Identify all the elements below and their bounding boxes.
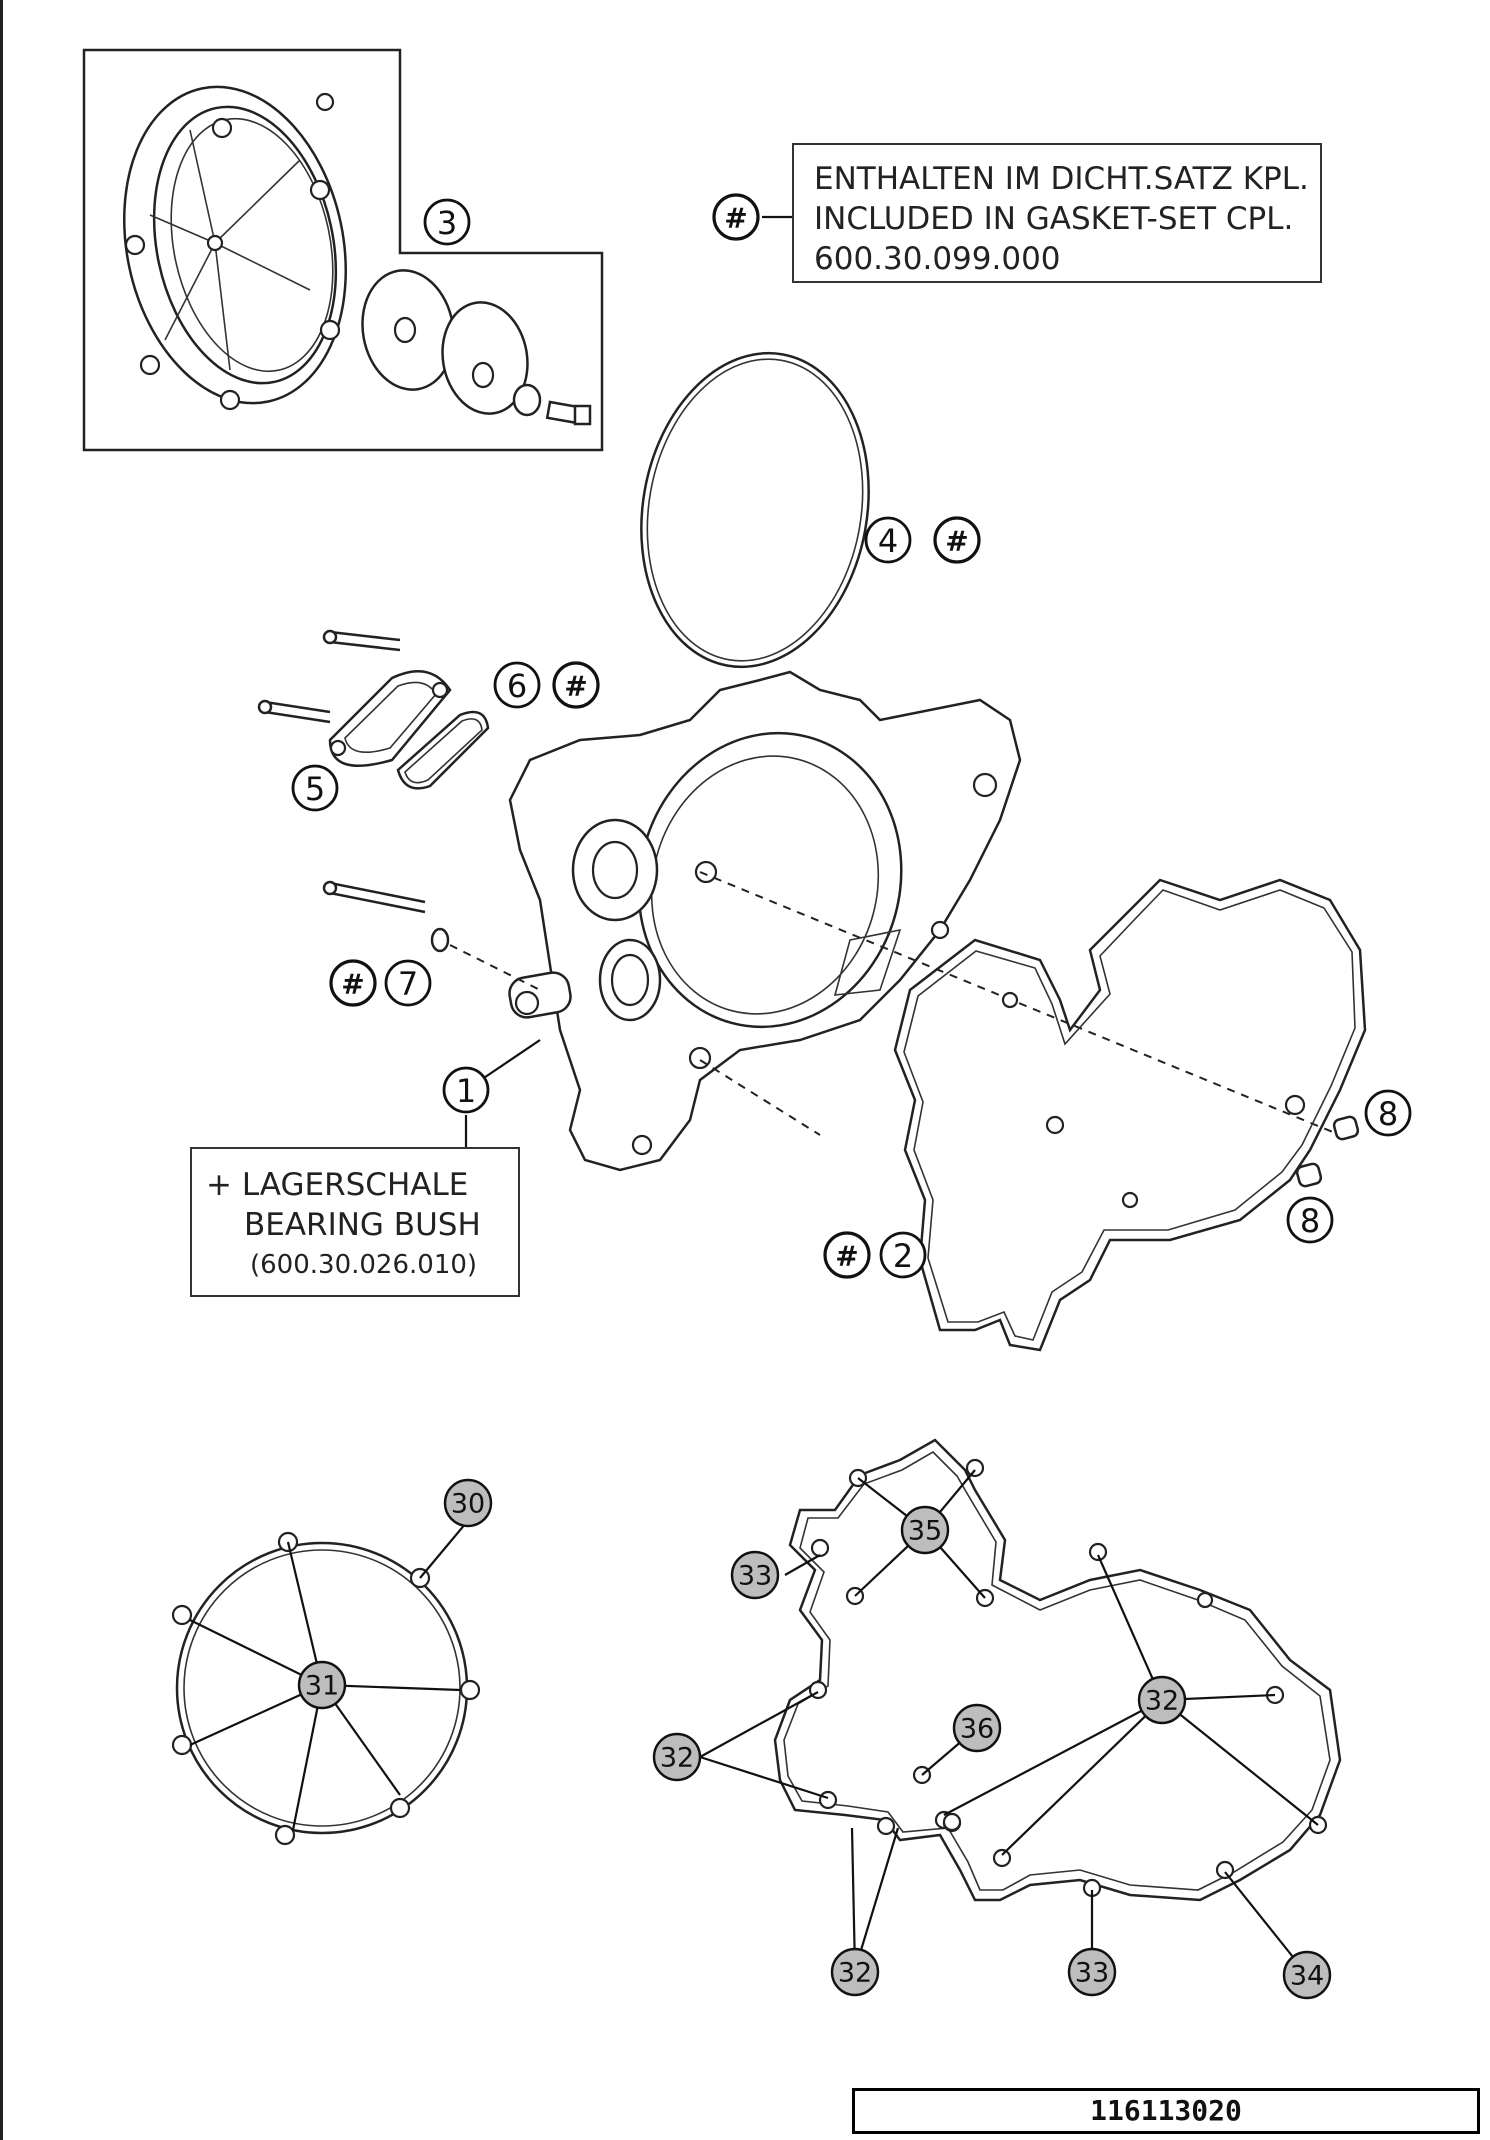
page-left-border xyxy=(0,0,3,2140)
callout-1: 1 xyxy=(442,1066,490,1114)
hash-badge-4: # xyxy=(933,516,981,564)
gasket-note-part-number: 600.30.099.000 xyxy=(814,241,1061,277)
svg-text:33: 33 xyxy=(1075,1958,1109,1989)
hash-badge-6: # xyxy=(552,661,600,709)
svg-text:3: 3 xyxy=(437,204,457,242)
svg-text:33: 33 xyxy=(738,1561,772,1592)
svg-text:#: # xyxy=(945,525,968,558)
svg-text:32: 32 xyxy=(1145,1686,1179,1717)
engine-cover-1 xyxy=(508,670,1022,1172)
o-ring-4 xyxy=(640,351,870,669)
gasket-note-line-2: INCLUDED IN GASKET-SET CPL. xyxy=(814,201,1294,237)
svg-text:32: 32 xyxy=(660,1743,694,1774)
svg-text:31: 31 xyxy=(305,1671,339,1702)
hash-badge-2: # xyxy=(823,1231,871,1279)
callout-7: 7 xyxy=(384,959,432,1007)
svg-text:#: # xyxy=(835,1240,858,1273)
callout-36: 36 xyxy=(952,1703,1002,1753)
callout-5: 5 xyxy=(291,764,339,812)
hash-badge-7: # xyxy=(329,959,377,1007)
clutch-cover-gasket-outline xyxy=(171,1531,481,1846)
svg-text:7: 7 xyxy=(398,965,418,1003)
callout-34: 34 xyxy=(1282,1950,1332,2000)
svg-text:#: # xyxy=(724,202,747,235)
svg-text:1: 1 xyxy=(456,1072,476,1110)
bush-note-line-1: + LAGERSCHALE xyxy=(206,1167,469,1203)
clutch-cover-assembly-inset xyxy=(82,48,604,452)
leaders-31 xyxy=(189,1522,467,1831)
svg-text:#: # xyxy=(564,670,587,703)
dowel-pins-8 xyxy=(1295,1115,1360,1188)
svg-text:5: 5 xyxy=(305,770,325,808)
svg-text:32: 32 xyxy=(838,1958,872,1989)
bush-note-part-number: (600.30.026.010) xyxy=(250,1250,478,1280)
drawing-number: 116113020 xyxy=(852,2088,1480,2134)
pump-cover-5-and-gasket-6 xyxy=(257,629,490,790)
gasket-note-line-1: ENTHALTEN IM DICHT.SATZ KPL. xyxy=(814,161,1309,197)
crankcase-gasket-outline xyxy=(773,1438,1342,1902)
svg-text:2: 2 xyxy=(893,1237,913,1275)
hash-badge-legend: # xyxy=(712,193,760,241)
svg-text:35: 35 xyxy=(908,1516,942,1547)
svg-text:8: 8 xyxy=(1300,1202,1320,1240)
svg-text:8: 8 xyxy=(1378,1095,1398,1133)
callout-8-lower: 8 xyxy=(1286,1196,1334,1244)
callout-32-left: 32 xyxy=(652,1732,702,1782)
svg-text:#: # xyxy=(341,968,364,1001)
bush-note-line-2: BEARING BUSH xyxy=(244,1207,481,1243)
callout-8-upper: 8 xyxy=(1364,1089,1412,1137)
svg-text:36: 36 xyxy=(960,1714,994,1745)
bolt-7 xyxy=(322,880,450,953)
callout-32-bottom: 32 xyxy=(830,1947,880,1997)
callout-6: 6 xyxy=(493,661,541,709)
gasket-2 xyxy=(893,878,1367,1352)
callout-30: 30 xyxy=(443,1478,493,1528)
svg-text:6: 6 xyxy=(507,667,527,705)
svg-text:34: 34 xyxy=(1290,1961,1324,1992)
callout-31: 31 xyxy=(297,1660,347,1710)
svg-text:30: 30 xyxy=(451,1489,485,1520)
callout-2: 2 xyxy=(879,1231,927,1279)
callout-3: 3 xyxy=(423,198,471,246)
callout-32-right: 32 xyxy=(1137,1675,1187,1725)
svg-text:4: 4 xyxy=(878,522,898,560)
callout-35: 35 xyxy=(900,1505,950,1555)
callout-33-upper: 33 xyxy=(730,1550,780,1600)
bearing-bush-note: + LAGERSCHALE BEARING BUSH (600.30.026.0… xyxy=(190,1147,520,1297)
gasket-set-note: ENTHALTEN IM DICHT.SATZ KPL. INCLUDED IN… xyxy=(792,143,1322,283)
callout-4: 4 xyxy=(864,516,912,564)
callout-33-lower: 33 xyxy=(1067,1947,1117,1997)
